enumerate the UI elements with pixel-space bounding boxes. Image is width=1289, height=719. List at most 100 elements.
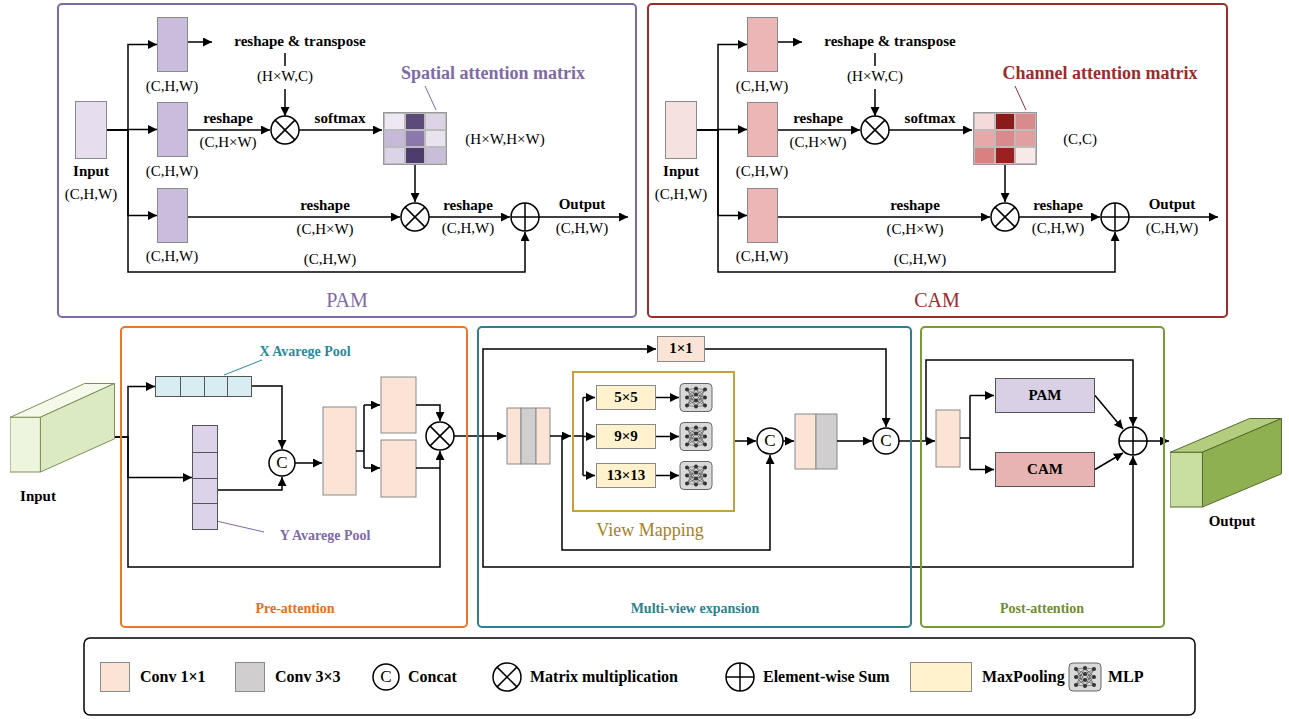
legend-label: MLP: [1108, 668, 1144, 686]
mlp-neuron: [703, 427, 707, 431]
stage-panel: X Avarege PoolY Avarege PoolPre-attentio…: [120, 326, 468, 628]
operation-label: reshape: [203, 110, 253, 127]
mlp-neuron: [1083, 666, 1087, 670]
mlp-neuron: [694, 426, 698, 430]
arrow: [188, 216, 400, 218]
arrow: [299, 129, 382, 131]
arrow: [284, 89, 286, 116]
arrow: [218, 477, 282, 490]
matrix-cell: [1015, 130, 1036, 147]
cube-face: [10, 417, 40, 472]
conv-block: [381, 377, 416, 433]
arrow: [562, 436, 770, 550]
cube-face: [1170, 452, 1202, 507]
arrow: [778, 216, 990, 218]
mlp-neuron: [694, 477, 698, 481]
wire: [430, 426, 450, 446]
arrow: [656, 397, 679, 399]
operation-label: (C,H,W): [304, 251, 357, 268]
mlp-neuron: [694, 432, 698, 436]
arrow: [735, 440, 756, 442]
mlp-neuron: [703, 474, 707, 478]
matrix-cell: [1015, 113, 1036, 130]
wire: [865, 120, 885, 140]
mlp-neuron: [694, 399, 698, 403]
operator-circle: [757, 428, 783, 454]
wire: [405, 207, 425, 227]
node-sublabel: (C,C): [1063, 131, 1097, 148]
node-label: CAM: [1027, 461, 1063, 478]
arrow: [656, 475, 679, 477]
concat-symbol-label: C: [880, 431, 891, 451]
feature-cube: Output: [1170, 418, 1282, 508]
mlp-neuron: [685, 443, 689, 447]
arrow: [1095, 453, 1123, 470]
mlp-neuron: [694, 483, 698, 487]
node-label: 9×9: [614, 428, 638, 445]
wire: [1132, 427, 1134, 455]
cube-shape: [10, 383, 115, 473]
wire: [874, 53, 876, 66]
pool-cell-divider: [204, 377, 205, 396]
operator-circle: [726, 663, 754, 691]
operation-label: Output: [1149, 196, 1196, 213]
legend-label: Element-wise Sum: [763, 668, 890, 686]
operation-label: reshape: [793, 110, 843, 127]
conv-block: [795, 414, 816, 469]
wire: [865, 120, 885, 140]
connector: [115, 437, 192, 478]
conv-block: [521, 408, 536, 464]
mlp-neuron: [1092, 675, 1096, 679]
mlp-icon: [680, 384, 712, 412]
module-box: PAM: [995, 378, 1095, 413]
conv-block: (C,H,W): [157, 188, 188, 243]
wire: [363, 405, 365, 468]
mlp-neuron: [1083, 672, 1087, 676]
matrix-cell: [974, 130, 995, 147]
wire: [284, 53, 286, 66]
pool-block: 9×9: [596, 424, 656, 449]
arrow: [874, 89, 876, 116]
operation-label: reshape: [1033, 197, 1083, 214]
wire: [739, 663, 741, 691]
arrow: [252, 386, 282, 449]
mlp-neuron: [1092, 667, 1096, 671]
arrow: [583, 397, 595, 399]
node-label: (C,H,W): [146, 78, 199, 95]
pool-cell-divider: [227, 377, 228, 396]
operator-circle: [426, 422, 454, 450]
operation-label: reshape: [443, 197, 493, 214]
operation-label: (H×W,C): [257, 68, 313, 85]
cube-shape: [1170, 418, 1282, 508]
mlp-neuron: [694, 444, 698, 448]
pool-vector: Y Avarege Pool: [192, 425, 218, 530]
conv-block: [381, 440, 416, 497]
operation-label: (C,H,W): [1032, 220, 1085, 237]
mlp-icon: [1069, 663, 1101, 691]
mlp-neuron: [703, 443, 707, 447]
node-label: Spatial attention matrix: [401, 63, 585, 84]
mlp-neuron: [703, 466, 707, 470]
arrow: [1129, 216, 1218, 218]
matrix-cell: [405, 113, 426, 130]
wire: [497, 667, 517, 687]
mlp-icon: [680, 423, 712, 451]
node-label: (C,H,W): [736, 163, 789, 180]
wire: [430, 426, 450, 446]
arrow: [364, 404, 380, 406]
pool-cell-divider: [193, 452, 217, 453]
node-label: Input: [663, 163, 699, 180]
arrow: [970, 469, 994, 471]
operation-label: softmax: [905, 110, 956, 127]
operation-label: softmax: [315, 110, 366, 127]
operation-label: (C,H,W): [1146, 220, 1199, 237]
attention-panel: Input(C,H,W)(C,H,W)(C,H,W)(C,H,W)Spatial…: [57, 3, 637, 318]
arrow: [539, 216, 628, 218]
wire: [224, 360, 262, 375]
arrow: [926, 360, 1133, 441]
wire: [960, 437, 970, 439]
node-label: (C,H,W): [146, 163, 199, 180]
mlp-neuron: [1083, 678, 1087, 682]
mlp-neuron: [685, 466, 689, 470]
legend-label: MaxPooling: [982, 668, 1065, 686]
